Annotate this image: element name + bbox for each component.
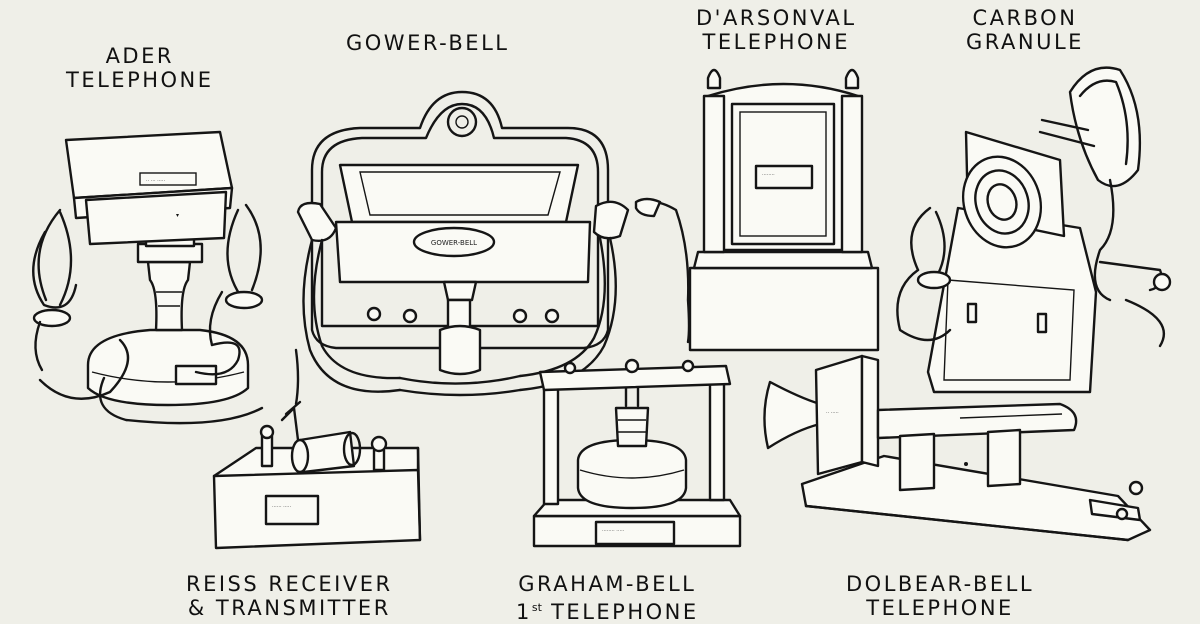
gower-nameplate: GOWER-BELL — [431, 239, 477, 247]
carbon-label-line2: GRANULE — [966, 30, 1084, 54]
ader-telephone-drawing: ·· ··· ····· — [32, 130, 264, 425]
carbon-granule-label: CARBON GRANULE — [966, 6, 1084, 54]
reiss-label-line1: REISS RECEIVER — [186, 572, 393, 596]
carbon-label-line1: CARBON — [972, 6, 1078, 30]
gower-bell-label: GOWER-BELL — [346, 31, 509, 55]
dolbear-bell-label: DOLBEAR-BELL TELEPHONE — [846, 572, 1034, 620]
dolbear-label-line2: TELEPHONE — [866, 596, 1014, 620]
ader-telephone-label: ADER TELEPHONE — [66, 44, 214, 92]
reiss-receiver-drawing: ······ ····· — [212, 348, 422, 550]
ader-label-line1: ADER — [105, 44, 174, 68]
ader-label-line2: TELEPHONE — [66, 68, 214, 92]
svg-text:········ ·····: ········ ····· — [602, 528, 625, 534]
reiss-label-line2: & TRANSMITTER — [187, 596, 391, 620]
gower-bell-label-text: GOWER-BELL — [346, 31, 510, 55]
svg-text:·· ·····: ·· ····· — [826, 410, 839, 416]
darsonval-label-line1: D'ARSONVAL — [696, 6, 857, 30]
reiss-receiver-label: REISS RECEIVER & TRANSMITTER — [186, 572, 393, 620]
gower-bell-drawing: GOWER-BELL — [296, 90, 630, 397]
graham-bell-label: GRAHAM-BELL 1st TELEPHONE — [516, 572, 699, 624]
carbon-granule-drawing — [896, 66, 1172, 394]
darsonval-telephone-drawing: ········ — [634, 68, 880, 352]
darsonval-telephone-label: D'ARSONVAL TELEPHONE — [696, 6, 857, 54]
graham-bell-first-telephone-drawing: ········ ····· — [532, 358, 742, 548]
svg-text:········: ········ — [762, 172, 775, 178]
dolbear-bell-telephone-drawing: ·· ····· — [763, 354, 1152, 542]
dolbear-label-line1: DOLBEAR-BELL — [846, 572, 1035, 596]
graham-label-line2-sup: st — [531, 601, 542, 614]
graham-label-line2-suffix: TELEPHONE — [541, 600, 699, 624]
graham-label-line2: 1st TELEPHONE — [516, 596, 699, 624]
graham-label-line2-prefix: 1 — [516, 600, 532, 624]
svg-text:·· ··· ·····: ·· ··· ····· — [146, 178, 165, 184]
darsonval-label-line2: TELEPHONE — [702, 30, 851, 54]
svg-text:······ ·····: ······ ····· — [272, 504, 291, 510]
graham-label-line1: GRAHAM-BELL — [518, 572, 697, 596]
